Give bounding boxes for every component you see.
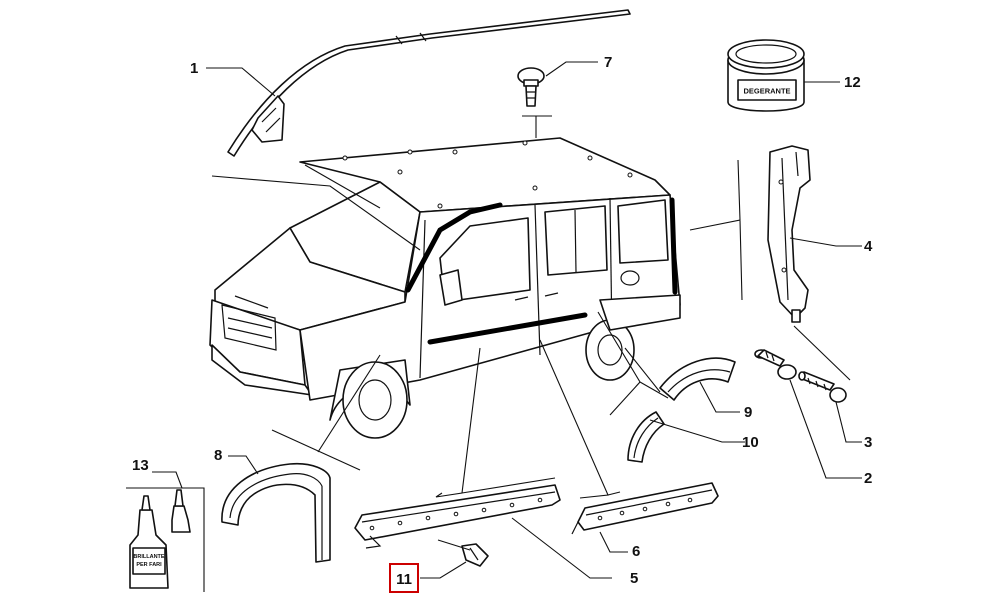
van-illustration (209, 137, 681, 439)
part-13-adhesive-kit: BRILLANTE PER FARI (126, 487, 205, 592)
moulding-5-clip-holes (369, 497, 543, 531)
callout-10: 10 (742, 434, 759, 451)
callout-1: 1 (190, 60, 198, 77)
bottle-label-line2: PER FARI (136, 562, 162, 568)
bottle-label-panel (132, 547, 166, 575)
part-9-rear-wheel-arch-trim (659, 357, 736, 401)
callout-3: 3 (864, 434, 872, 451)
part-4-pillar-trim (767, 145, 811, 323)
part-10-rear-wheel-arch-trim (627, 411, 665, 463)
leader-lines (152, 61, 862, 579)
callout-7: 7 (604, 54, 612, 71)
callout-8: 8 (214, 447, 222, 464)
part-12-degreaser-jar: DEGERANTE (727, 39, 805, 112)
callout-9: 9 (744, 404, 752, 421)
callout-labels: 1 7 12 4 9 10 3 2 8 13 6 5 11 (132, 54, 873, 593)
moulding-6-clip-holes (597, 497, 693, 521)
part-1-roof-drip-moulding (227, 9, 631, 157)
callout-5: 5 (630, 570, 638, 587)
part-3-screw (798, 371, 847, 403)
callout-13: 13 (132, 457, 149, 474)
degreaser-label-text: DEGERANTE (743, 87, 790, 96)
part-6-side-moulding (571, 482, 719, 535)
bottle-label-line1: BRILLANTE (133, 554, 164, 560)
callout-12: 12 (844, 74, 861, 91)
degreaser-label-panel (737, 79, 797, 101)
part-7-plastic-clip (517, 67, 545, 107)
part-2-screw (754, 349, 797, 380)
callout-2: 2 (864, 470, 872, 487)
callout-11: 11 (396, 571, 412, 588)
part-8-front-wheel-arch-trim (221, 462, 331, 563)
callout-6: 6 (632, 543, 640, 560)
part-5-side-moulding (354, 484, 561, 549)
callout-11-highlight-box (389, 563, 419, 593)
callout-4: 4 (864, 238, 873, 255)
